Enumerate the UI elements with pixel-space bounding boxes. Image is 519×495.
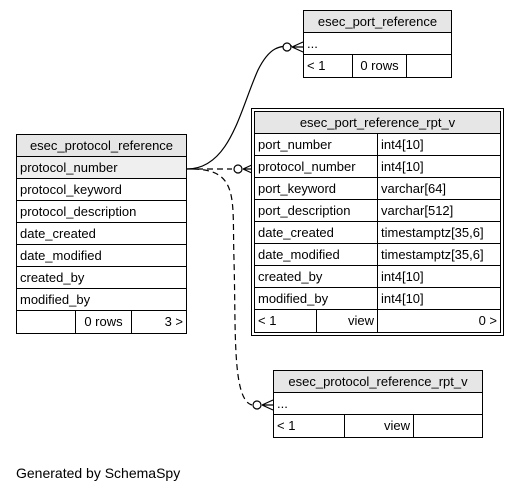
column-type: int4[10] — [377, 266, 500, 287]
table-row: port_number int4[10] — [255, 134, 500, 156]
column-name: date_created — [20, 226, 96, 241]
column-type: timestamptz[35,6] — [377, 222, 500, 243]
generated-by-label: Generated by SchemaSpy — [16, 465, 181, 481]
column-name: protocol_number — [258, 159, 356, 174]
table-title[interactable]: esec_protocol_reference — [17, 135, 186, 157]
table-row: date_created — [17, 223, 186, 245]
table-title[interactable]: esec_port_reference_rpt_v — [255, 112, 500, 134]
column-name: protocol_description — [20, 204, 137, 219]
column-type: int4[10] — [377, 288, 500, 309]
column-type: timestamptz[35,6] — [377, 244, 500, 265]
children-count — [406, 55, 451, 77]
column-name: port_description — [258, 203, 351, 218]
children-count: 3 > — [131, 311, 186, 333]
row-count: 0 rows — [75, 311, 131, 333]
table-title[interactable]: esec_protocol_reference_rpt_v — [274, 371, 482, 393]
column-name: created_by — [20, 270, 85, 285]
table-row: modified_by int4[10] — [255, 288, 500, 310]
row-count: 0 rows — [352, 55, 406, 77]
children-count: 0 > — [377, 310, 500, 332]
table-row: port_keyword varchar[64] — [255, 178, 500, 200]
table-row: protocol_keyword — [17, 179, 186, 201]
table-row: port_description varchar[512] — [255, 200, 500, 222]
column-name: date_created — [258, 225, 334, 240]
column-name: modified_by — [20, 292, 91, 307]
table-row: protocol_number int4[10] — [255, 156, 500, 178]
table-footer: < 1 0 rows — [304, 55, 451, 77]
column-type: int4[10] — [377, 134, 500, 155]
column-type: varchar[512] — [377, 200, 500, 221]
column-name: protocol_keyword — [20, 182, 122, 197]
edge-to-port-reference — [186, 45, 293, 170]
column-name: port_keyword — [258, 181, 337, 196]
column-type: int4[10] — [377, 156, 500, 177]
table-row: date_created timestamptz[35,6] — [255, 222, 500, 244]
table-row-protocol-number: protocol_number — [17, 157, 186, 179]
table-esec-port-reference-rpt-v[interactable]: esec_port_reference_rpt_v port_number in… — [251, 108, 504, 336]
table-row: ... — [274, 393, 482, 415]
parents-count: < 1 — [277, 418, 296, 433]
table-row: created_by int4[10] — [255, 266, 500, 288]
table-row: protocol_description — [17, 201, 186, 223]
table-footer: 0 rows 3 > — [17, 311, 186, 333]
column-name: date_modified — [20, 248, 102, 263]
parents-count: < 1 — [258, 313, 277, 328]
table-footer: < 1 view — [274, 415, 482, 437]
ellipsis-cell: ... — [307, 36, 318, 51]
column-type: varchar[64] — [377, 178, 500, 199]
children-count — [413, 415, 482, 437]
edge-to-port-reference-end — [282, 42, 292, 52]
table-row: ... — [304, 33, 451, 55]
column-name: protocol_number — [20, 160, 118, 175]
parents-count: < 1 — [307, 58, 326, 73]
edge-to-port-reference-rpt-v-end — [233, 164, 243, 174]
table-esec-port-reference[interactable]: esec_port_reference ... < 1 0 rows — [303, 10, 452, 78]
table-row: date_modified — [17, 245, 186, 267]
column-name: created_by — [258, 269, 323, 284]
table-kind: view — [344, 415, 413, 437]
table-title[interactable]: esec_port_reference — [304, 11, 451, 33]
table-row: date_modified timestamptz[35,6] — [255, 244, 500, 266]
column-name: port_number — [258, 137, 332, 152]
column-name: date_modified — [258, 247, 340, 262]
table-esec-protocol-reference[interactable]: esec_protocol_reference protocol_number … — [16, 134, 187, 334]
table-row: modified_by — [17, 289, 186, 311]
ellipsis-cell: ... — [277, 396, 288, 411]
edge-to-protocol-reference-rpt-v-end — [252, 400, 262, 410]
table-footer: < 1 view 0 > — [255, 310, 500, 332]
edge-to-protocol-reference-rpt-v — [192, 168, 253, 406]
table-esec-protocol-reference-rpt-v[interactable]: esec_protocol_reference_rpt_v ... < 1 vi… — [273, 370, 483, 438]
parents-count — [17, 311, 75, 333]
table-kind: view — [316, 310, 377, 332]
table-row: created_by — [17, 267, 186, 289]
column-name: modified_by — [258, 291, 329, 306]
